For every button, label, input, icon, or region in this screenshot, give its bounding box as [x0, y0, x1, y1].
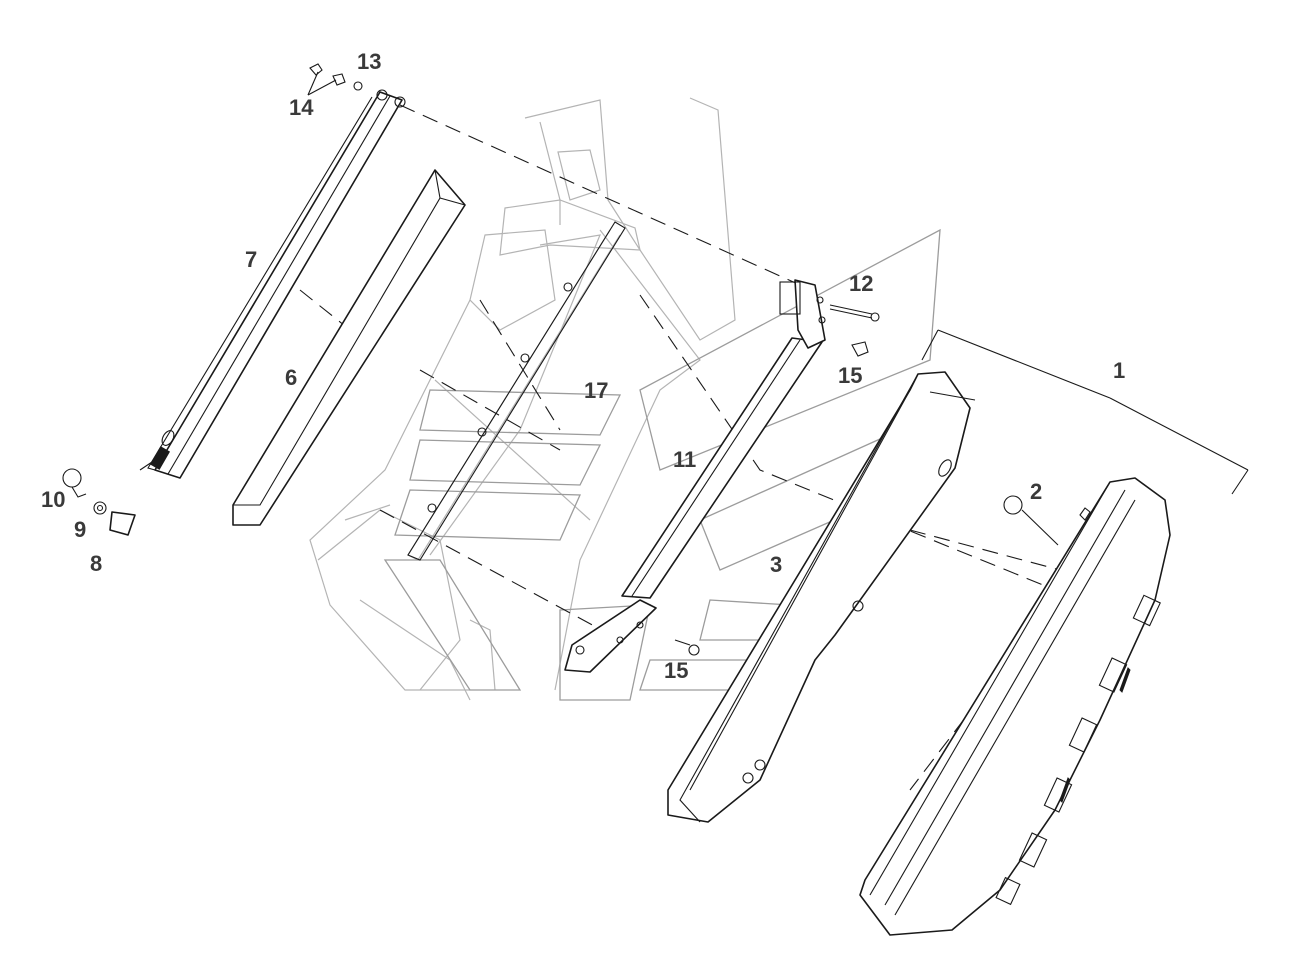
- washer-9-icon: [93, 501, 107, 515]
- watermark-outline: [383, 228, 941, 701]
- callout-14: 14: [289, 95, 314, 120]
- callout-3: 3: [770, 552, 782, 577]
- callout-2: 2: [1030, 479, 1042, 504]
- callout-9: 9: [74, 517, 86, 542]
- callout-17: 17: [584, 378, 608, 403]
- callout-10: 10: [41, 487, 65, 512]
- screw-15-upper-icon: [851, 341, 869, 357]
- screw-15-lower-icon: [674, 639, 691, 646]
- screw-12-icon: [829, 304, 873, 315]
- part-6-trim-block: [232, 169, 466, 526]
- callout-labels: 1 2 3 6 7 8 9 10 11 12 13 14 15 15 17: [41, 49, 1125, 683]
- nut-14-icon: [309, 63, 323, 76]
- callout-7: 7: [245, 247, 257, 272]
- callout-15-lower: 15: [664, 658, 688, 683]
- callout-8: 8: [90, 551, 102, 576]
- part-2-cover: [859, 477, 1171, 936]
- fasteners: [62, 63, 1023, 656]
- callout-1: 1: [1113, 358, 1125, 383]
- part-7-rail: [147, 89, 406, 479]
- bolt-10-icon: [62, 468, 82, 488]
- callout-13: 13: [357, 49, 381, 74]
- clip-8-icon: [109, 511, 136, 536]
- callout-15-upper: 15: [838, 363, 862, 388]
- part-3-panel: [667, 371, 976, 823]
- bolt-2-icon: [1003, 495, 1023, 515]
- callout-12: 12: [849, 271, 873, 296]
- callout-6: 6: [285, 365, 297, 390]
- part-11-bracket-rail: [564, 279, 826, 673]
- cab-frame-ghost: [309, 97, 736, 701]
- part-17-strip: [407, 221, 626, 561]
- leader-lines: [307, 71, 1249, 546]
- washer-13-icon: [353, 81, 363, 91]
- callout-11: 11: [673, 447, 696, 472]
